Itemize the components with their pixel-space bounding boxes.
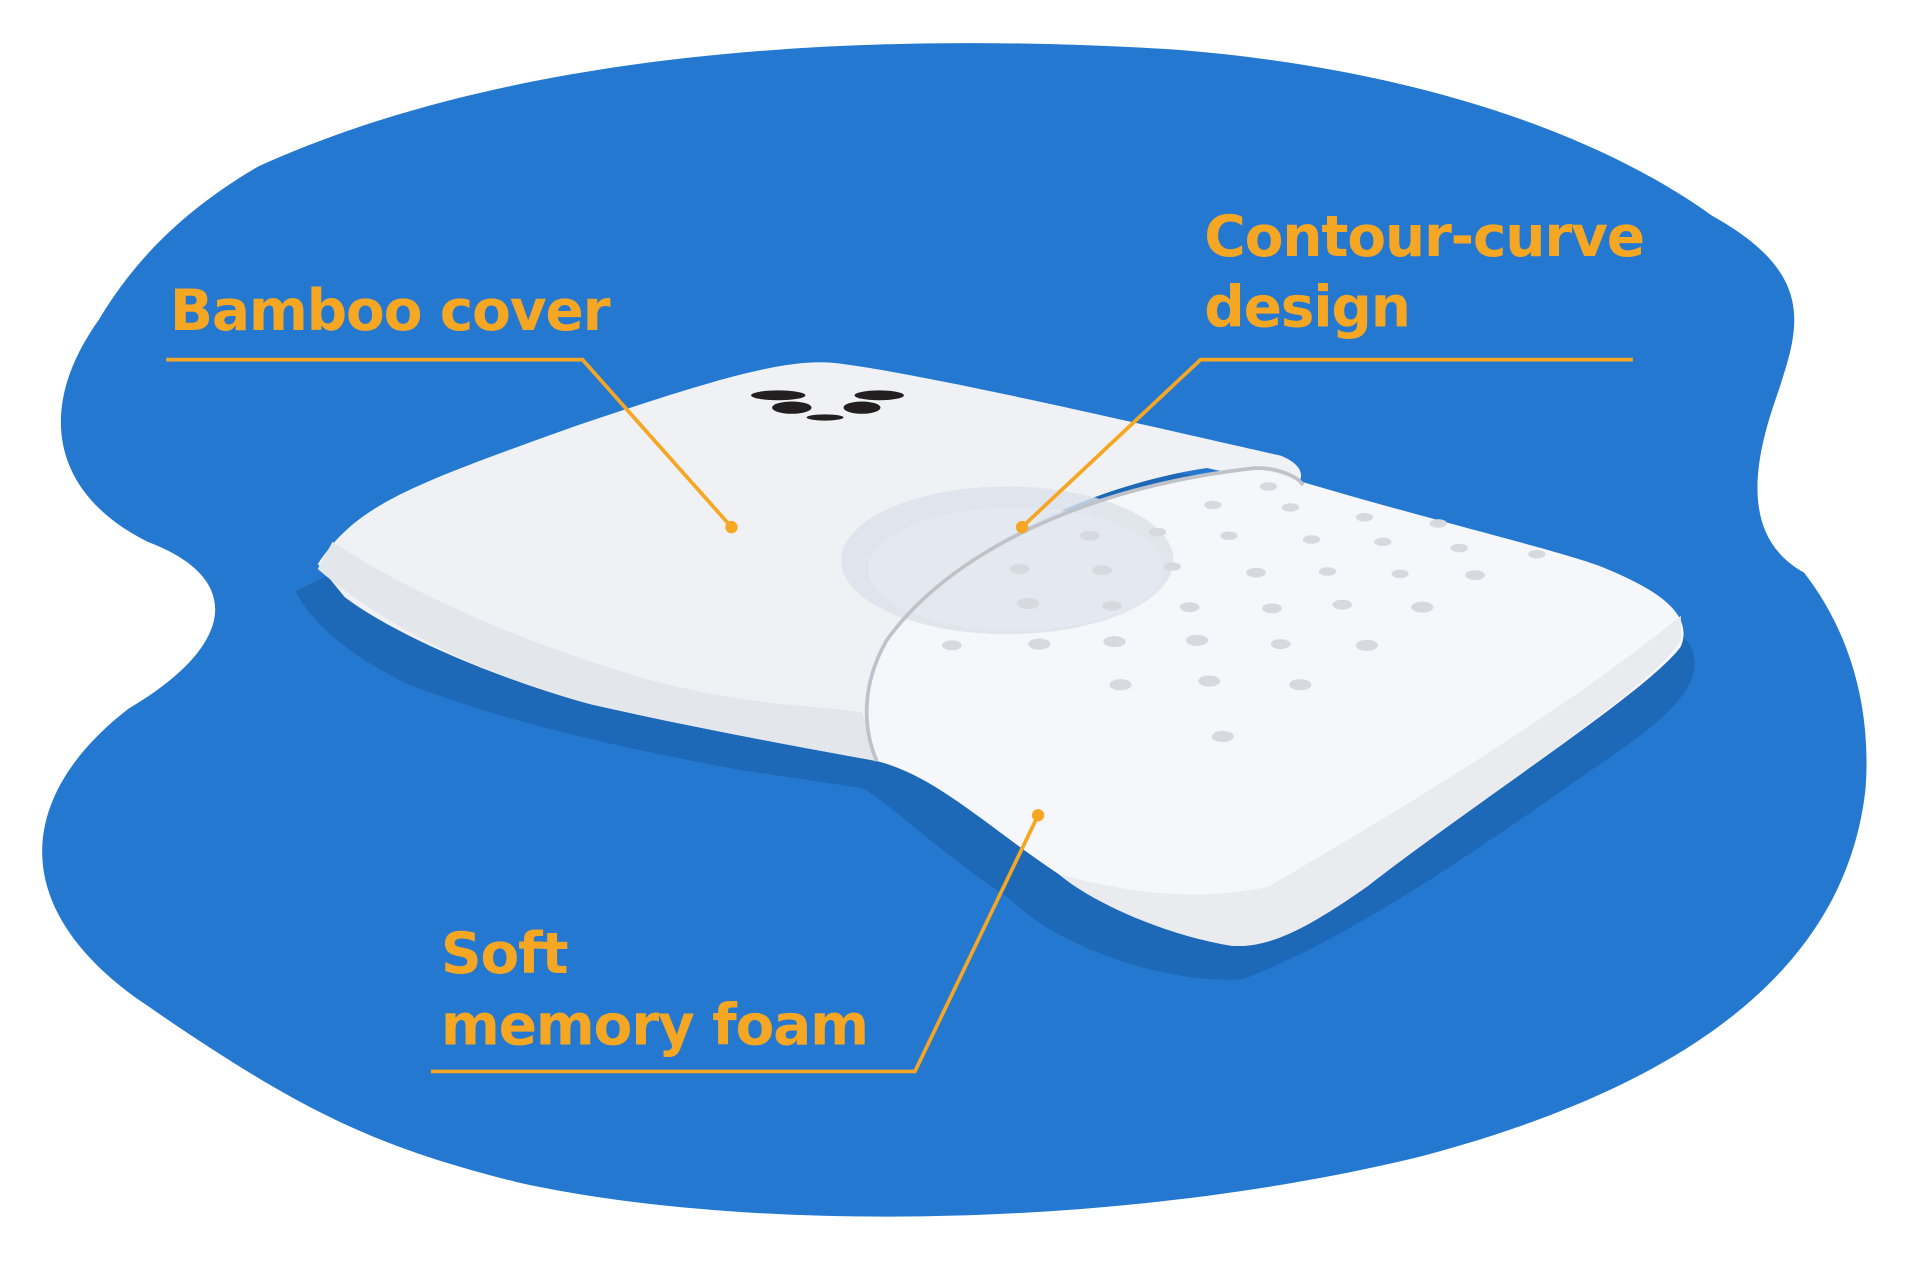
contour-leader-line [1020,357,1633,529]
panda-face-logo-icon [751,390,904,421]
foam-holes [942,482,1546,742]
bamboo-cover-marker [725,520,738,534]
foam-label-line1: Soft [441,921,568,987]
cover-bottom-edge [317,541,877,762]
foam-marker [1031,809,1045,822]
contour-label-line1: Contour-curve [1204,204,1644,270]
contour-label-line2: design [1204,274,1410,340]
bamboo-cover-label: Bamboo cover [170,278,611,344]
cover-edge [864,466,1305,762]
foam-leader-line [430,814,1040,1074]
foam-label-line2: memory foam [441,992,868,1058]
bamboo-cover-leader-line [166,357,733,529]
foam-side [1059,615,1681,947]
contour-marker [1015,520,1029,534]
